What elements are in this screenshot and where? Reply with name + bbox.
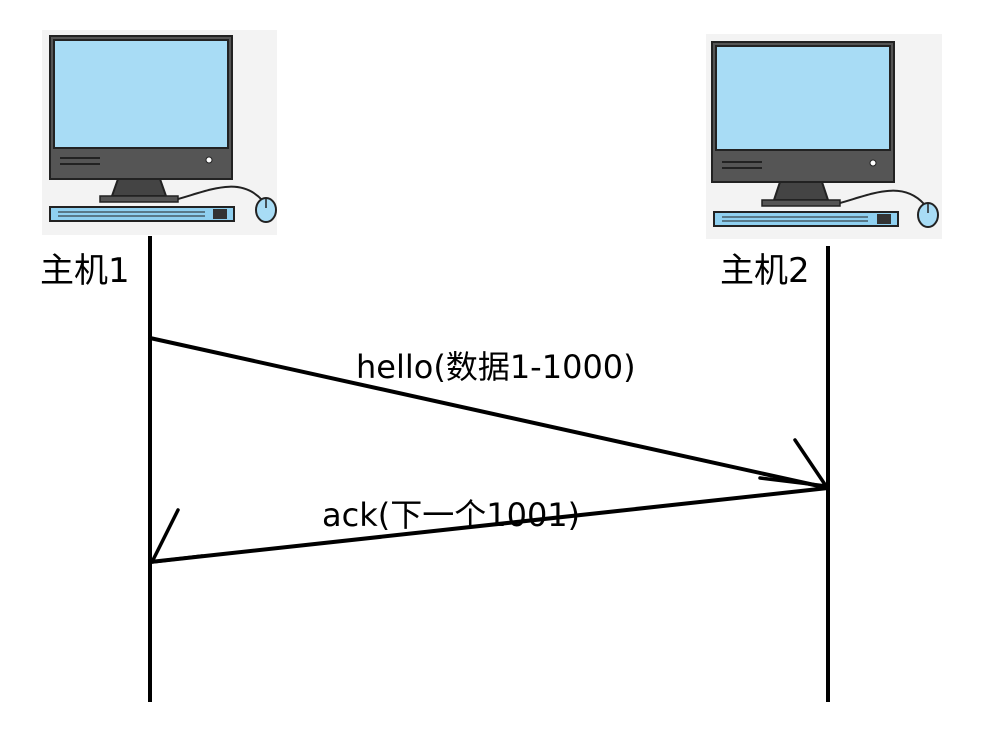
arrowhead-right-icon bbox=[758, 438, 828, 488]
message-arrow-ack bbox=[148, 486, 830, 564]
screen-host2 bbox=[715, 45, 891, 151]
arrowhead-left-icon bbox=[150, 508, 204, 564]
host-label-2: 主机2 bbox=[720, 251, 810, 291]
message-arrow-hello bbox=[148, 336, 830, 490]
computer-icon-host2 bbox=[706, 34, 942, 239]
message-label-ack: ack(下一个1001) bbox=[322, 496, 580, 534]
screen-host1 bbox=[53, 39, 229, 149]
message-label-hello: hello(数据1-1000) bbox=[356, 348, 636, 386]
computer-icon-host1 bbox=[42, 30, 277, 235]
host-label-1: 主机1 bbox=[40, 251, 130, 291]
